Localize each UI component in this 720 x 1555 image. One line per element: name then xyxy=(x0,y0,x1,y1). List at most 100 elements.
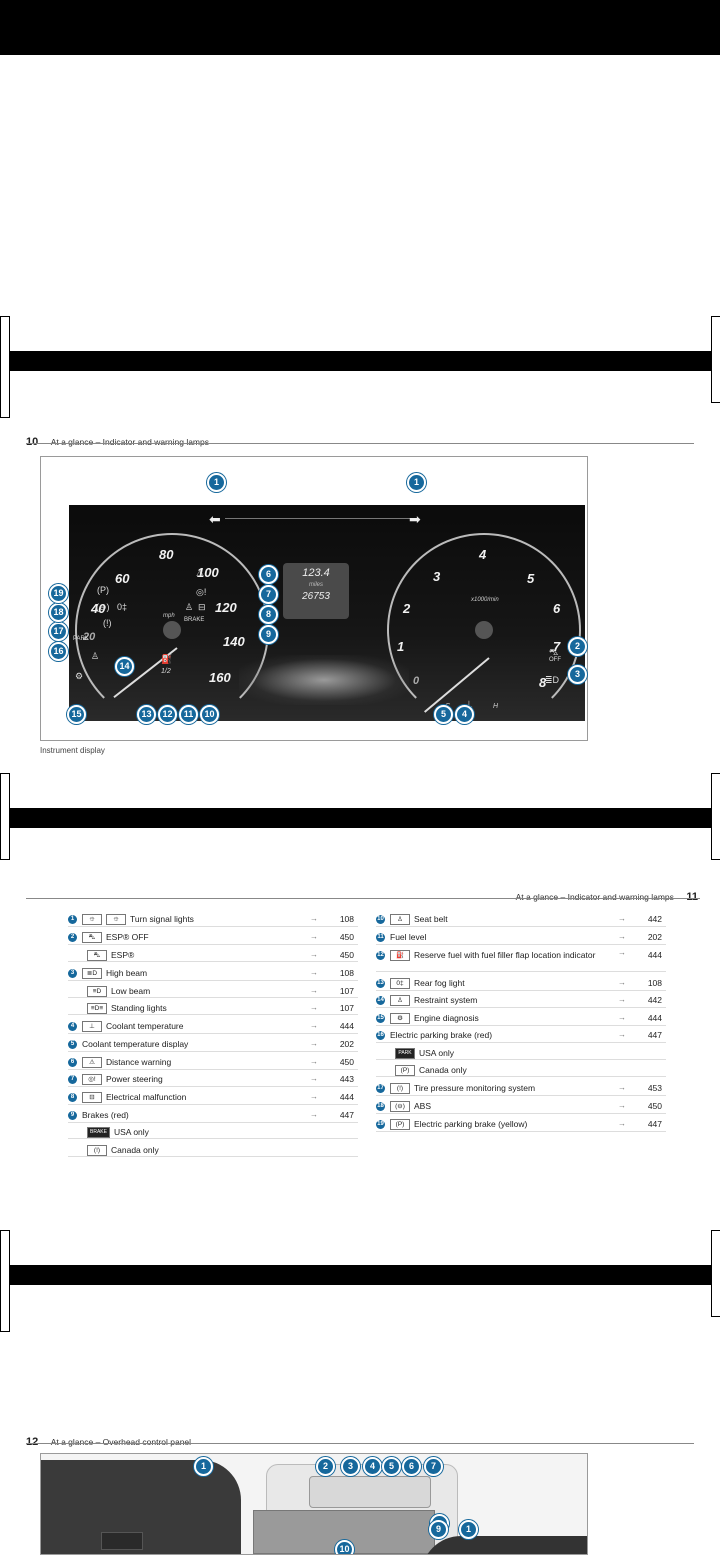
rpm-tick: 4 xyxy=(479,547,487,562)
callout-7: 7 xyxy=(424,1457,443,1476)
callout-reserve-fuel: 12 xyxy=(158,705,177,724)
callout-visor-left: 1 xyxy=(194,1457,213,1476)
speed-needle-hub xyxy=(163,621,181,639)
callout-9-label: 9 xyxy=(429,1520,448,1539)
top-band xyxy=(0,0,720,55)
header-rule xyxy=(26,898,700,899)
seat-belt-icon: ♙ xyxy=(390,914,410,926)
callout-turn-right: 1 xyxy=(407,473,426,492)
overhead-buttons xyxy=(309,1476,431,1508)
table-row: 1⯐⯐Turn signal lights→108 xyxy=(68,912,358,927)
engine-diagnosis-icon: ⚙ xyxy=(390,1013,410,1025)
rpm-tick: 5 xyxy=(527,571,535,586)
rpm-tick: 8 xyxy=(539,675,547,690)
tire-pressure-icon: (!) xyxy=(390,1083,410,1095)
callout-6: 6 xyxy=(402,1457,421,1476)
coolant-icon: ⊥ xyxy=(465,699,473,709)
table-row: 17(!)Tire pressure monitoring system→453 xyxy=(376,1081,666,1096)
power-steering-icon: ◎! xyxy=(196,587,207,597)
page-title: At a glance – Indicator and warning lamp… xyxy=(50,437,209,447)
page-separator xyxy=(0,351,720,371)
callout-parking-yellow: 19 xyxy=(49,584,68,603)
callout-4: 4 xyxy=(363,1457,382,1476)
table-row: 18(⊖)ABS→450 xyxy=(376,1099,666,1114)
page-12-header: 12 At a glance – Overhead control panel xyxy=(26,1432,191,1450)
callout-distance-warning: 6 xyxy=(259,565,278,584)
speed-unit: mph xyxy=(163,613,175,619)
electrical-malfunction-icon: ⊟ xyxy=(198,602,206,612)
speed-tick: 20 xyxy=(83,631,96,643)
parking-brake-yellow-icon: (P) xyxy=(390,1119,410,1131)
callout-10: 10 xyxy=(335,1540,354,1554)
table-row: 14♙Restraint system→442 xyxy=(376,993,666,1008)
page-number: 12 xyxy=(26,1436,39,1448)
table-row: 6⚠Distance warning→450 xyxy=(68,1055,358,1070)
rpm-tick: 3 xyxy=(433,569,441,584)
rpm-unit: x1000/min xyxy=(471,597,499,603)
distance-warning-icon: ⚠ xyxy=(196,568,205,578)
callout-parking-red: 16 xyxy=(49,642,68,661)
odometer-panel: 123.4 miles 26753 xyxy=(283,563,349,619)
instrument-display-screen: ⬅ ➡ 60 80 100 40 120 20 140 160 mph 3 4 … xyxy=(69,505,585,721)
table-row: 2⛍ESP® OFF→450 xyxy=(68,930,358,945)
odometer-unit: miles xyxy=(308,582,323,588)
callout-coolant-display: 5 xyxy=(434,705,453,724)
rpm-tick: 2 xyxy=(403,601,411,616)
park-text-icon: PARK xyxy=(395,1048,415,1060)
callout-fuel-level: 11 xyxy=(179,705,198,724)
parking-brake-yellow-icon: (P) xyxy=(97,585,109,595)
speed-tick: 40 xyxy=(91,601,106,616)
turn-signal-icon: ⯐ xyxy=(106,914,126,926)
brake-warning-icon: (!) xyxy=(87,1145,107,1157)
page-separator xyxy=(0,808,720,828)
park-label: PARK xyxy=(73,636,89,642)
callout-power-steering: 7 xyxy=(259,585,278,604)
trip-value: 123.4 xyxy=(302,567,330,579)
table-row: 4⊥Coolant temperature→444 xyxy=(68,1019,358,1034)
seat-belt-icon: ♙ xyxy=(185,602,194,612)
crop-mark xyxy=(711,316,720,403)
fuel-reserve-icon: ⛽ xyxy=(161,654,173,664)
callout-brakes: 9 xyxy=(259,625,278,644)
high-beam-icon: ≣D xyxy=(82,968,102,980)
speed-tick: 120 xyxy=(215,600,237,615)
crop-mark xyxy=(0,1230,10,1332)
page-number: 11 xyxy=(686,891,698,903)
turn-signal-icon: ⯐ xyxy=(82,914,102,926)
page-title: At a glance – Indicator and warning lamp… xyxy=(515,892,674,902)
distance-warning-icon: ⚠ xyxy=(82,1057,102,1069)
speed-tick: 140 xyxy=(223,634,245,649)
table-row: 19(P)Electric parking brake (yellow)→447 xyxy=(376,1117,666,1132)
turn-signal-right-icon: ➡ xyxy=(409,511,421,527)
tachometer: 3 4 5 2 6 1 7 0 8 x1000/min C ⊥ H xyxy=(387,533,581,721)
speedometer: 60 80 100 40 120 20 140 160 mph xyxy=(75,533,269,721)
crop-mark xyxy=(0,773,10,860)
engine-diagnosis-icon: ⚙ xyxy=(75,671,84,681)
restraint-system-icon: ♙ xyxy=(390,995,410,1007)
speed-tick: 160 xyxy=(209,670,231,685)
power-steering-icon: ◎! xyxy=(82,1074,102,1086)
callout-restraint: 14 xyxy=(115,657,134,676)
overhead-panel-figure: 1 2 3 4 5 6 7 8 9 1 10 xyxy=(40,1453,588,1555)
callout-tire-pressure: 17 xyxy=(49,622,68,641)
callout-engine: 15 xyxy=(67,705,86,724)
callout-rear-fog: 13 xyxy=(137,705,156,724)
figure-caption: Instrument display xyxy=(40,746,105,755)
callout-5: 5 xyxy=(382,1457,401,1476)
rear-fog-icon: 0‡ xyxy=(390,978,410,990)
speed-tick: 60 xyxy=(115,571,130,586)
table-row: 8⊟Electrical malfunction→444 xyxy=(68,1090,358,1105)
table-row: 7◎!Power steering→443 xyxy=(68,1072,358,1087)
instrument-figure: ⬅ ➡ 60 80 100 40 120 20 140 160 mph 3 4 … xyxy=(40,456,588,741)
restraint-system-icon: ♙ xyxy=(91,651,100,661)
table-row: 10♙Seat belt→442 xyxy=(376,912,666,927)
callout-esp-off: 2 xyxy=(568,637,587,656)
table-row: 15⚙Engine diagnosis→444 xyxy=(376,1011,666,1026)
speed-tick: 80 xyxy=(159,547,174,562)
page-number: 10 xyxy=(26,436,39,448)
crop-mark xyxy=(0,316,10,418)
